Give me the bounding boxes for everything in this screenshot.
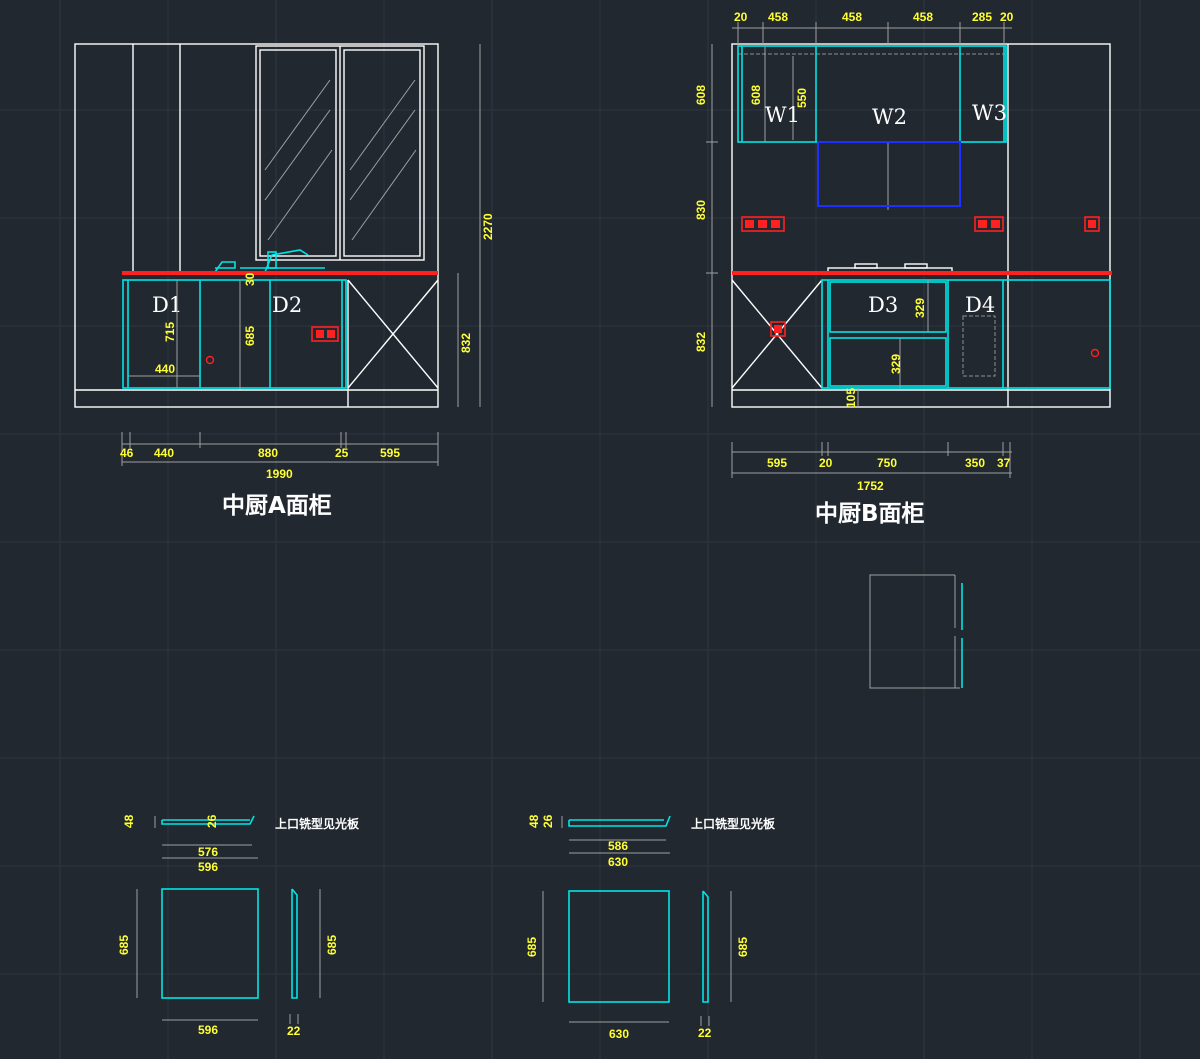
dim-b-total: 1752 [857, 479, 884, 493]
p2-note: 上口铣型见光板 [691, 816, 776, 831]
dim-b-mid-height: 830 [694, 200, 708, 220]
p2-lip: 26 [541, 814, 555, 828]
label-w1: W1 [765, 103, 800, 127]
dim-a-d1-height: 715 [163, 322, 177, 342]
p2-thick: 48 [527, 814, 541, 828]
p1-side-width: 22 [287, 1024, 301, 1038]
dim-b-d3-top: 329 [913, 298, 927, 318]
p1-inner-width: 576 [198, 845, 218, 859]
dim-b-wall-height: 608 [694, 85, 708, 105]
p2-height-right: 685 [736, 937, 750, 957]
p2-bottom-width: 630 [609, 1027, 629, 1041]
dim-a-total: 1990 [266, 467, 293, 481]
dim-b-w1-height: 608 [749, 85, 763, 105]
dim-b-t3: 458 [842, 10, 862, 24]
dim-a-height: 2270 [481, 213, 495, 240]
p2-height-left: 685 [525, 937, 539, 957]
caption-elevation-b: 中厨B面柜 [815, 501, 925, 527]
base-cabinets-b [731, 279, 1111, 407]
p2-outer-width: 630 [608, 855, 628, 869]
p1-height-left: 685 [117, 935, 131, 955]
dim-a-d2-height: 685 [243, 326, 257, 346]
p1-bottom-width: 596 [198, 1023, 218, 1037]
dim-b-t5: 285 [972, 10, 992, 24]
label-d3: D3 [868, 293, 898, 317]
p1-outer-width: 596 [198, 860, 218, 874]
dim-b-d3-bottom: 329 [889, 354, 903, 374]
dim-b-b3: 750 [877, 456, 897, 470]
dim-a-b5: 595 [380, 446, 400, 460]
panel-detail-1: 48 26 上口铣型见光板 576 596 685 685 596 22 [117, 814, 360, 1038]
dim-b-w1-inner: 550 [795, 88, 809, 108]
dim-b-t4: 458 [913, 10, 933, 24]
window [255, 45, 425, 261]
dim-b-t1: 20 [734, 10, 748, 24]
p1-lip: 26 [205, 814, 219, 828]
elevation-a: D1 D2 2270 832 715 685 30 440 46 440 880… [74, 43, 495, 519]
elevation-b: W1 W2 W3 [694, 10, 1112, 527]
dim-b-b2: 20 [819, 456, 833, 470]
range-hood [817, 141, 961, 207]
p1-height-right: 685 [325, 935, 339, 955]
dim-a-b3: 880 [258, 446, 278, 460]
dim-b-b5: 37 [997, 456, 1011, 470]
dim-b-b4: 350 [965, 456, 985, 470]
label-w2: W2 [872, 105, 907, 129]
p1-note: 上口铣型见光板 [275, 816, 360, 831]
label-w3: W3 [972, 101, 1007, 125]
p1-thick: 48 [122, 814, 136, 828]
label-d2: D2 [272, 293, 302, 317]
base-cabinets-a [75, 279, 439, 407]
label-d1: D1 [152, 293, 182, 317]
dim-b-plinth: 105 [844, 388, 858, 408]
faucet [214, 249, 325, 273]
p2-inner-width: 586 [608, 839, 628, 853]
dim-a-counter: 30 [243, 272, 257, 286]
dim-b-b1: 595 [767, 456, 787, 470]
dim-b-t6: 20 [1000, 10, 1014, 24]
caption-elevation-a: 中厨A面柜 [222, 493, 332, 519]
label-d4: D4 [965, 293, 995, 317]
sockets-b [741, 216, 1100, 232]
dim-a-base-height: 832 [459, 333, 473, 353]
dim-b-t2: 458 [768, 10, 788, 24]
dim-b-base-height: 832 [694, 332, 708, 352]
dim-a-b1: 46 [120, 446, 134, 460]
panel-detail-2: 48 26 上口铣型见光板 586 630 685 685 630 22 [525, 814, 776, 1041]
dim-a-d1-width: 440 [155, 362, 175, 376]
p2-side-width: 22 [698, 1026, 712, 1040]
dim-a-b2: 440 [154, 446, 174, 460]
detail-box [869, 574, 963, 689]
dim-a-b4: 25 [335, 446, 349, 460]
